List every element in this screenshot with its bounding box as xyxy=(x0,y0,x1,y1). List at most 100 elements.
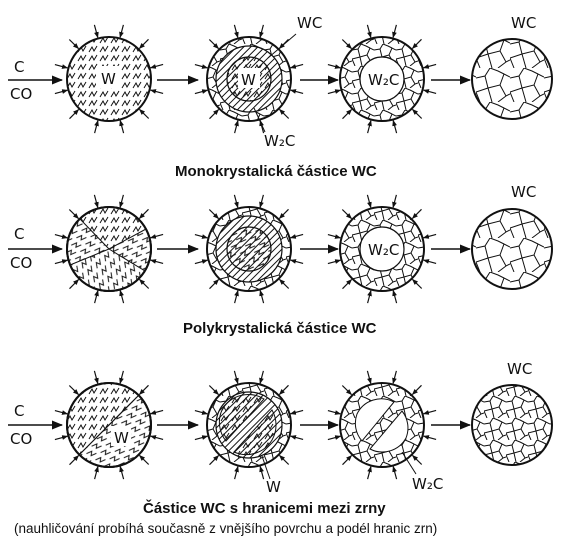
carbon-flux-arrow xyxy=(94,371,97,384)
carbon-flux-arrow xyxy=(393,195,396,208)
carbon-flux-arrow xyxy=(424,410,437,413)
carbon-flux-arrow xyxy=(328,411,341,414)
carbon-flux-arrow xyxy=(413,455,422,464)
particle-final xyxy=(472,385,552,465)
carbon-flux-arrow xyxy=(424,90,437,93)
carbon-flux-arrow xyxy=(424,234,437,237)
final-wc-label: WC xyxy=(511,14,536,32)
carbon-flux-arrow xyxy=(280,279,289,288)
particle-stage-3 xyxy=(328,371,436,479)
carbon-flux-arrow xyxy=(234,25,237,38)
particle-stage-3: W₂C xyxy=(328,25,436,133)
caption-row-1: Monokrystalická částice WC xyxy=(175,163,377,180)
carbon-flux-arrow xyxy=(55,436,68,439)
carbon-flux-arrow xyxy=(151,260,164,263)
carbon-flux-arrow xyxy=(291,410,304,413)
carbon-flux-arrow xyxy=(412,209,421,218)
carbon-flux-arrow xyxy=(235,291,238,304)
carbon-flux-arrow xyxy=(209,210,218,219)
row-polycrystalline: C CO W₂C W xyxy=(8,183,552,337)
input-c-label: C xyxy=(14,402,24,420)
carbon-flux-arrow xyxy=(95,121,98,134)
carbon-flux-arrow xyxy=(342,210,351,219)
carbon-flux-arrow xyxy=(342,386,351,395)
carbon-flux-arrow xyxy=(280,455,289,464)
carbon-flux-arrow xyxy=(120,291,123,304)
carbon-flux-arrow xyxy=(120,195,123,208)
stage3-w2c-label: W₂C xyxy=(368,71,399,89)
carbon-flux-arrow xyxy=(291,436,304,439)
carbon-flux-arrow xyxy=(120,467,123,480)
row-grain-boundaries: C CO W W W₂C xyxy=(8,360,552,536)
carbon-flux-arrow xyxy=(291,64,304,67)
carbon-flux-arrow xyxy=(343,280,352,289)
carbon-flux-arrow xyxy=(368,121,371,134)
carbon-flux-arrow xyxy=(235,121,238,134)
input-c-label: C xyxy=(14,225,24,243)
carbon-flux-arrow xyxy=(260,467,263,480)
carbon-flux-arrow xyxy=(328,235,341,238)
carbon-flux-arrow xyxy=(139,39,148,48)
carbon-flux-arrow xyxy=(328,65,341,68)
carbon-flux-arrow xyxy=(69,386,78,395)
stage2-w-label: W xyxy=(266,478,281,496)
carbon-flux-arrow xyxy=(210,456,219,465)
carbon-flux-arrow xyxy=(69,40,78,49)
carbon-flux-arrow xyxy=(343,456,352,465)
subcaption-row-3: (nauhličování probíhá současně z vnějšíh… xyxy=(14,521,437,536)
carbon-flux-arrow xyxy=(424,436,437,439)
carbon-flux-arrow xyxy=(260,371,263,384)
particle-stage-1: W xyxy=(55,371,163,479)
carbon-flux-arrow xyxy=(151,436,164,439)
carbon-flux-arrow xyxy=(209,40,218,49)
input-co-label: CO xyxy=(10,254,32,272)
carbon-flux-arrow xyxy=(70,280,79,289)
carbon-flux-arrow xyxy=(195,235,208,238)
carbon-flux-arrow xyxy=(234,371,237,384)
carbon-flux-arrow xyxy=(139,385,148,394)
carbon-flux-arrow xyxy=(139,209,148,218)
carbon-flux-arrow xyxy=(342,40,351,49)
carbon-flux-arrow xyxy=(393,25,396,38)
carbon-flux-arrow xyxy=(393,121,396,134)
carbon-flux-arrow xyxy=(291,90,304,93)
carbon-flux-arrow xyxy=(210,110,219,119)
particle-stage-1: W xyxy=(55,25,163,133)
carbon-flux-arrow xyxy=(151,410,164,413)
carbon-flux-arrow xyxy=(195,90,208,93)
carbon-flux-arrow xyxy=(195,436,208,439)
carbon-flux-arrow xyxy=(424,260,437,263)
particle-stage-2: W xyxy=(195,25,303,133)
particle-stage-2 xyxy=(195,371,303,479)
carbon-flux-arrow xyxy=(291,260,304,263)
carbon-flux-arrow xyxy=(151,234,164,237)
input-c-label: C xyxy=(14,58,24,76)
carbon-flux-arrow xyxy=(120,371,123,384)
carbon-flux-arrow xyxy=(94,195,97,208)
stage3-w2c-label: W₂C xyxy=(368,241,399,259)
carbon-flux-arrow xyxy=(343,110,352,119)
core-w-label: W xyxy=(101,70,116,88)
carbon-flux-arrow xyxy=(195,411,208,414)
carbon-flux-arrow xyxy=(55,235,68,238)
carbon-flux-arrow xyxy=(120,121,123,134)
final-wc-label: WC xyxy=(511,183,536,201)
carbon-flux-arrow xyxy=(393,291,396,304)
carbon-flux-arrow xyxy=(234,195,237,208)
carbon-flux-arrow xyxy=(140,279,149,288)
carbon-flux-arrow xyxy=(95,291,98,304)
caption-row-3: Částice WC s hranicemi mezi zrny xyxy=(143,499,386,517)
carbon-flux-arrow xyxy=(69,210,78,219)
carbon-flux-arrow xyxy=(140,455,149,464)
carbon-flux-arrow xyxy=(368,467,371,480)
carbon-flux-arrow xyxy=(55,65,68,68)
carbon-flux-arrow xyxy=(412,39,421,48)
inner-w2c-label: W₂C xyxy=(264,132,295,150)
particle-stage-3: W₂C xyxy=(328,195,436,303)
carbon-flux-arrow xyxy=(235,467,238,480)
carbon-flux-arrow xyxy=(140,109,149,118)
outer-wc-label: WC xyxy=(297,14,322,32)
final-wc-label: WC xyxy=(507,360,532,378)
carbon-flux-arrow xyxy=(413,279,422,288)
